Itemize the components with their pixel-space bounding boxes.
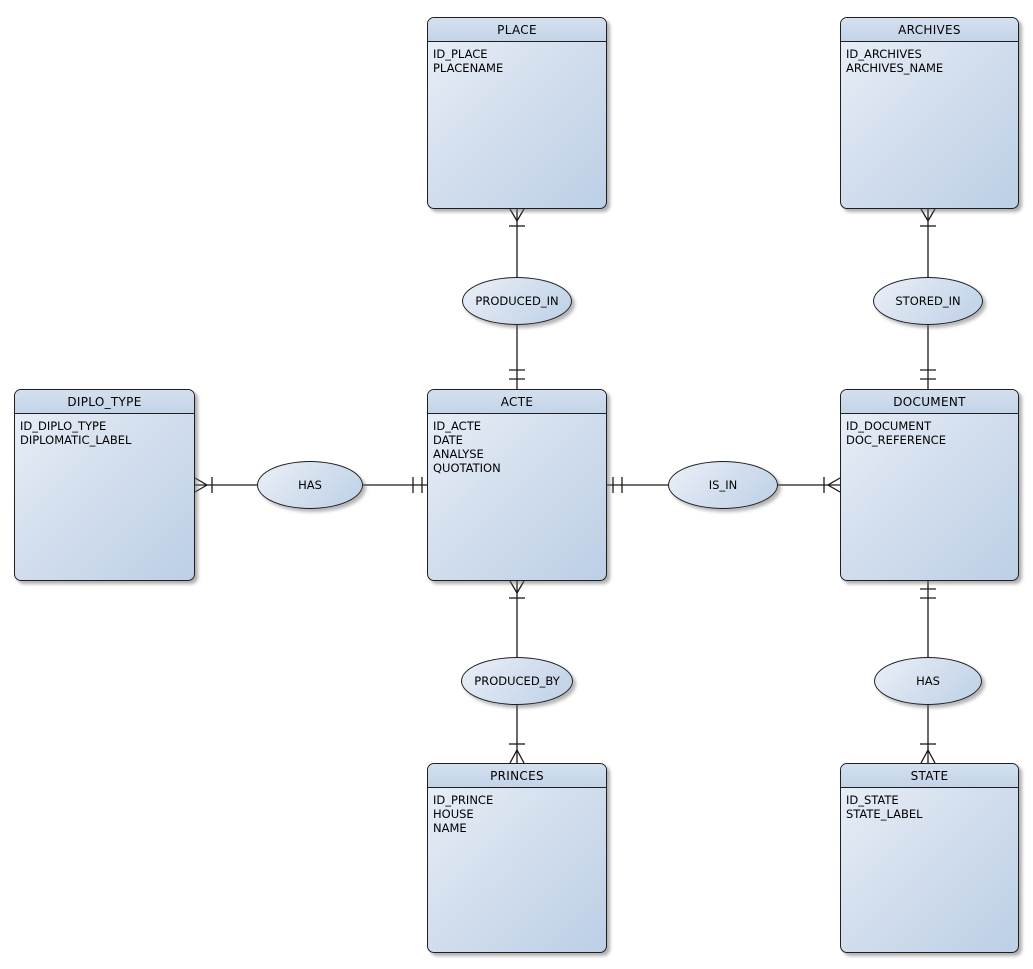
attribute-row: ID_DIPLO_TYPE	[20, 419, 107, 433]
relationship-label: HAS	[916, 674, 940, 688]
attribute-row: DOC_REFERENCE	[846, 433, 946, 447]
relationship-label: STORED_IN	[895, 294, 961, 308]
entity-title: STATE	[841, 764, 1018, 788]
relationship-label: HAS	[298, 478, 322, 492]
relationship-produced-by[interactable]: PRODUCED_BY	[461, 657, 573, 705]
entity-acte[interactable]: ACTE ID_ACTE DATE ANALYSE QUOTATION	[427, 389, 607, 581]
relationship-is-in[interactable]: IS_IN	[668, 461, 778, 509]
relationship-label: PRODUCED_BY	[474, 674, 560, 688]
relationship-has-state[interactable]: HAS	[874, 657, 982, 705]
entity-attributes: ID_PRINCE HOUSE NAME	[428, 788, 606, 835]
relationship-has-diplo-type[interactable]: HAS	[257, 461, 363, 509]
double-tick-acte-left	[412, 477, 423, 493]
entity-attributes: ID_ACTE DATE ANALYSE QUOTATION	[428, 414, 606, 475]
entity-state[interactable]: STATE ID_STATE STATE_LABEL	[840, 763, 1019, 953]
entity-attributes: ID_ARCHIVES ARCHIVES_NAME	[841, 42, 1018, 75]
entity-title: DIPLO_TYPE	[15, 390, 194, 414]
attribute-row: ID_PRINCE	[433, 793, 494, 807]
attribute-row: ARCHIVES_NAME	[846, 61, 944, 75]
entity-attributes: ID_DOCUMENT DOC_REFERENCE	[841, 414, 1018, 447]
attribute-row: QUOTATION	[433, 461, 501, 475]
entity-attributes: ID_PLACE PLACENAME	[428, 42, 606, 75]
relationship-stored-in[interactable]: STORED_IN	[873, 277, 983, 325]
entity-diplo-type[interactable]: DIPLO_TYPE ID_DIPLO_TYPE DIPLOMATIC_LABE…	[14, 389, 195, 581]
attribute-row: ID_DOCUMENT	[846, 419, 932, 433]
entity-title: PRINCES	[428, 764, 606, 788]
crows-foot-princes	[509, 748, 525, 764]
double-tick-acte-right	[612, 477, 623, 493]
double-tick-document-top	[920, 369, 936, 380]
entity-title: PLACE	[428, 18, 606, 42]
entity-archives[interactable]: ARCHIVES ID_ARCHIVES ARCHIVES_NAME	[840, 17, 1019, 209]
attribute-row: HOUSE	[433, 807, 474, 821]
attribute-row: DIPLOMATIC_LABEL	[20, 433, 132, 447]
crows-foot-document	[826, 477, 841, 493]
entity-title: DOCUMENT	[841, 390, 1018, 414]
attribute-row: DATE	[433, 433, 463, 447]
entity-attributes: ID_DIPLO_TYPE DIPLOMATIC_LABEL	[15, 414, 194, 447]
attribute-row: NAME	[433, 821, 467, 835]
crows-foot-diplo_type	[194, 477, 209, 493]
entity-princes[interactable]: PRINCES ID_PRINCE HOUSE NAME	[427, 763, 607, 953]
entity-place[interactable]: PLACE ID_PLACE PLACENAME	[427, 17, 607, 209]
crows-foot-state	[920, 748, 936, 764]
double-tick-document-bottom	[920, 588, 936, 599]
entity-attributes: ID_STATE STATE_LABEL	[841, 788, 1018, 821]
attribute-row: ANALYSE	[433, 447, 484, 461]
attribute-row: ID_ARCHIVES	[846, 47, 922, 61]
relationship-label: IS_IN	[708, 478, 738, 492]
attribute-row: ID_PLACE	[433, 47, 488, 61]
crows-foot-acte-bottom	[509, 580, 525, 595]
entity-title: ACTE	[428, 390, 606, 414]
relationship-produced-in[interactable]: PRODUCED_IN	[462, 277, 572, 325]
attribute-row: ID_ACTE	[433, 419, 481, 433]
crows-foot-archives	[920, 208, 936, 223]
entity-title: ARCHIVES	[841, 18, 1018, 42]
relationship-label: PRODUCED_IN	[475, 294, 559, 308]
attribute-row: PLACENAME	[433, 61, 504, 75]
attribute-row: STATE_LABEL	[846, 807, 923, 821]
attribute-row: ID_STATE	[846, 793, 899, 807]
entity-document[interactable]: DOCUMENT ID_DOCUMENT DOC_REFERENCE	[840, 389, 1019, 581]
crows-foot-place	[509, 208, 525, 223]
double-tick-acte-top	[509, 369, 525, 380]
